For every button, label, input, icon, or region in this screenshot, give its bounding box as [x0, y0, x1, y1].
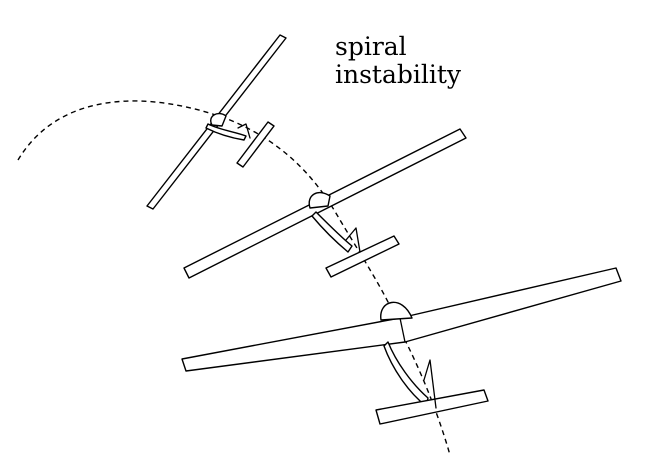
- flight-path-dashed: [17, 100, 451, 456]
- glider-bottom: [181, 267, 622, 425]
- glider-bottom-canopy: [380, 301, 413, 321]
- glider-top-fuselage: [205, 123, 247, 141]
- glider-middle-fin: [345, 227, 361, 253]
- glider-middle-canopy: [308, 191, 331, 209]
- glider-middle-fuselage: [311, 211, 353, 253]
- caption-line-2: instability: [335, 60, 462, 89]
- caption-line-1: spiral: [335, 32, 407, 61]
- caption-text: spiral instability: [335, 33, 461, 89]
- glider-top: [146, 34, 287, 210]
- glider-middle-tailplane: [325, 235, 400, 278]
- glider-bottom-wing: [181, 267, 622, 372]
- glider-top-tailplane: [236, 121, 275, 168]
- glider-top-canopy: [210, 112, 227, 127]
- glider-bottom-fin: [423, 359, 437, 409]
- glider-middle: [183, 128, 467, 279]
- glider-top-fin: [237, 123, 251, 139]
- glider-bottom-tailplane: [375, 389, 489, 425]
- glider-bottom-wing-root: [399, 317, 406, 343]
